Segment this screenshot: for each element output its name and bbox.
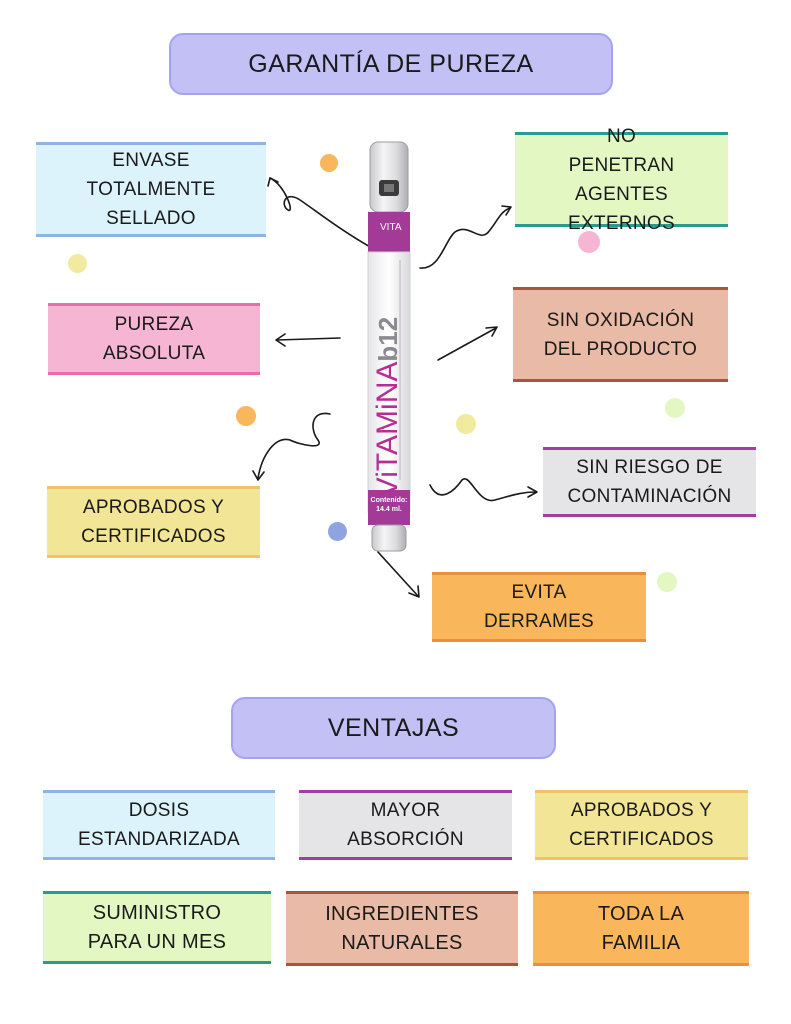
title-banner: GARANTÍA DE PUREZA — [169, 33, 613, 95]
decor-dot — [657, 572, 677, 592]
ventaja-suministro-text: SUMINISTRO PARA UN MES — [87, 901, 227, 953]
arrow-envase — [269, 177, 373, 249]
box-oxidacion: SIN OXIDACIÓN DEL PRODUCTO — [513, 287, 728, 382]
decor-dot — [236, 406, 256, 426]
box-pureza: PUREZA ABSOLUTA — [48, 303, 260, 375]
box-envase: ENVASE TOTALMENTE SELLADO — [36, 142, 266, 237]
arrow-aprobados-head — [252, 470, 265, 481]
box-derrames: EVITA DERRAMES — [432, 572, 646, 642]
arrow-envase-head — [267, 177, 279, 187]
decor-dot — [68, 254, 87, 273]
decor-dot — [665, 398, 685, 418]
decor-dot — [320, 154, 338, 172]
arrow-no-penetran — [419, 207, 511, 269]
ventaja-suministro: SUMINISTRO PARA UN MES — [43, 891, 271, 964]
box-riesgo: SIN RIESGO DE CONTAMINACIÓN — [543, 447, 756, 517]
arrow-pureza — [276, 337, 341, 341]
box-aprobados: APROBADOS Y CERTIFICADOS — [47, 486, 260, 558]
product-small-label: VITA — [380, 222, 402, 233]
ventajas-banner: VENTAJAS — [231, 697, 556, 759]
box-envase-text: ENVASE TOTALMENTE SELLADO — [86, 150, 216, 229]
ventaja-dosis-text: DOSIS ESTANDARIZADA — [78, 800, 240, 850]
arrow-riesgo — [429, 477, 537, 502]
arrow-derrames-head — [408, 585, 420, 598]
arrow-aprobados — [257, 412, 331, 479]
box-riesgo-text: SIN RIESGO DE CONTAMINACIÓN — [567, 457, 732, 507]
arrow-oxidacion-head — [485, 326, 498, 337]
vitamin-spray-bottle: VITA ViTAMiNAb12 Contenido: 14.4 ml. — [360, 140, 418, 555]
box-no-penetran-text: NO PENETRAN AGENTES EXTERNOS — [568, 125, 675, 234]
ventajas-title: VENTAJAS — [327, 713, 460, 742]
ventaja-absorcion-text: MAYOR ABSORCIÓN — [347, 800, 464, 850]
ventaja-aprobados: APROBADOS Y CERTIFICADOS — [535, 790, 748, 860]
ventaja-familia-text: TODA LA FAMILIA — [597, 902, 685, 954]
content-value: 14.4 ml. — [376, 506, 402, 513]
ventaja-familia: TODA LA FAMILIA — [533, 891, 749, 966]
product-brand-name: ViTAMiNA — [371, 361, 404, 498]
box-aprobados-text: APROBADOS Y CERTIFICADOS — [81, 497, 226, 547]
page-title: GARANTÍA DE PUREZA — [248, 49, 534, 78]
ventaja-ingredientes-text: INGREDIENTES NATURALES — [325, 902, 479, 954]
decor-dot — [328, 522, 347, 541]
ventaja-aprobados-text: APROBADOS Y CERTIFICADOS — [569, 800, 714, 850]
ventaja-absorcion: MAYOR ABSORCIÓN — [299, 790, 512, 860]
arrow-oxidacion — [437, 327, 497, 361]
arrow-riesgo-head — [527, 486, 538, 498]
decor-dot — [456, 414, 476, 434]
product-brand: ViTAMiNAb12 — [369, 287, 407, 527]
content-label: Contenido: — [370, 497, 408, 504]
arrow-pureza-head — [275, 333, 286, 347]
product-content-label: Contenido: 14.4 ml. — [368, 496, 410, 514]
box-derrames-text: EVITA DERRAMES — [483, 582, 595, 632]
box-oxidacion-text: SIN OXIDACIÓN DEL PRODUCTO — [543, 309, 698, 360]
decor-dot — [578, 231, 600, 253]
box-pureza-text: PUREZA ABSOLUTA — [102, 314, 206, 364]
ventaja-dosis: DOSIS ESTANDARIZADA — [43, 790, 275, 860]
product-variant: b12 — [373, 316, 403, 362]
arrow-no-penetran-head — [501, 205, 512, 216]
arrow-derrames — [377, 551, 419, 597]
ventaja-ingredientes: INGREDIENTES NATURALES — [286, 891, 518, 966]
box-no-penetran: NO PENETRAN AGENTES EXTERNOS — [515, 126, 728, 234]
